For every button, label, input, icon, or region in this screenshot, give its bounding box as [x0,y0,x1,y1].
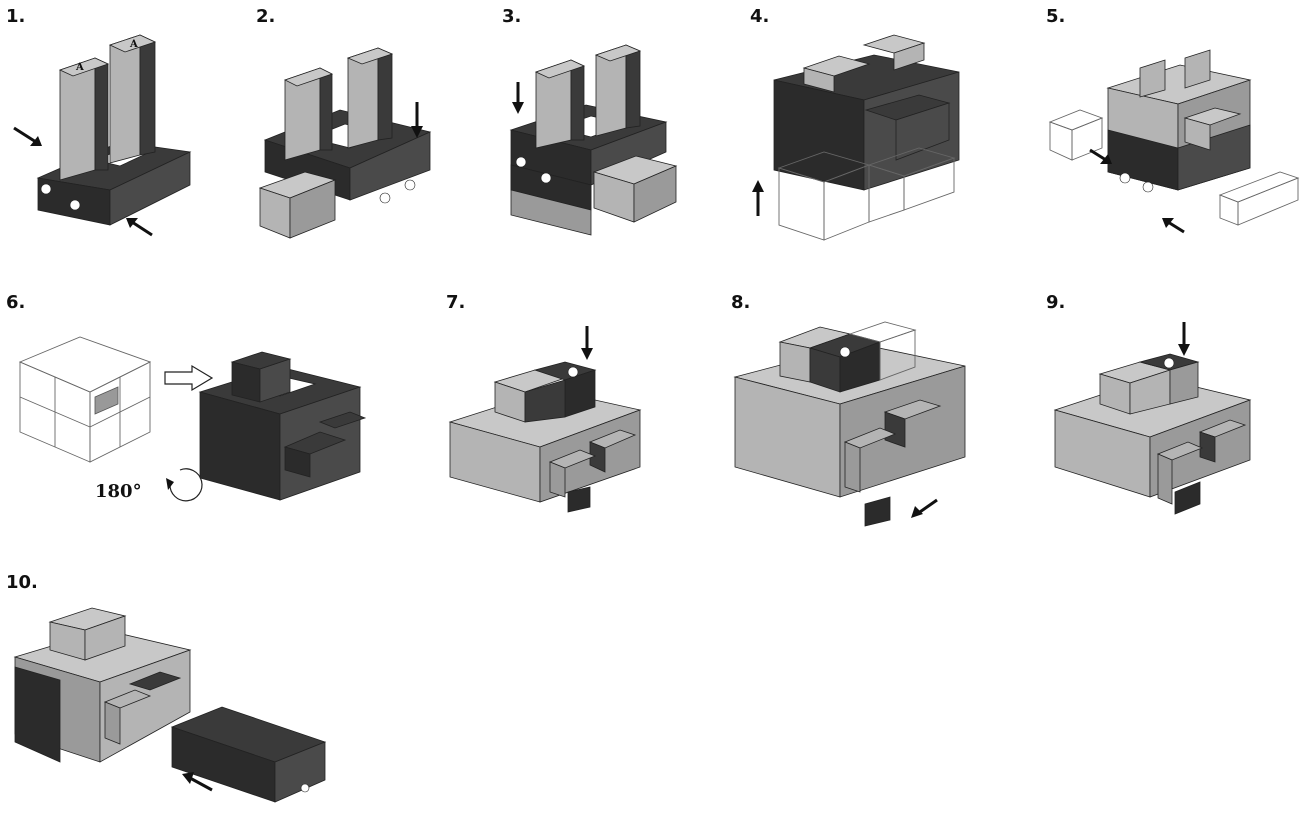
step-4: 4. [744,0,984,250]
step-7: 7. [440,282,690,532]
step-1: 1. A A [0,0,230,250]
label-a-2: A [129,39,138,50]
step-1-illustration: A A [0,0,230,250]
step-2: 2. [250,0,480,250]
step-8: 8. [725,282,985,532]
step-8-illustration [725,282,985,532]
step-9: 9. [1040,282,1304,532]
step-3-illustration [496,0,726,250]
step-6: 6. 180° [0,282,400,532]
step-3: 3. [496,0,726,250]
step-4-illustration [744,0,984,250]
label-a-1: A [75,62,84,73]
step-9-illustration [1040,282,1304,532]
step-7-illustration [440,282,690,532]
rotation-label: 180° [95,481,142,502]
step-6-illustration: 180° [0,282,400,532]
step-2-illustration [250,0,480,250]
step-5-illustration [1040,0,1304,250]
step-5: 5. [1040,0,1304,250]
step-10-illustration [0,562,360,813]
step-10: 10. [0,562,360,813]
